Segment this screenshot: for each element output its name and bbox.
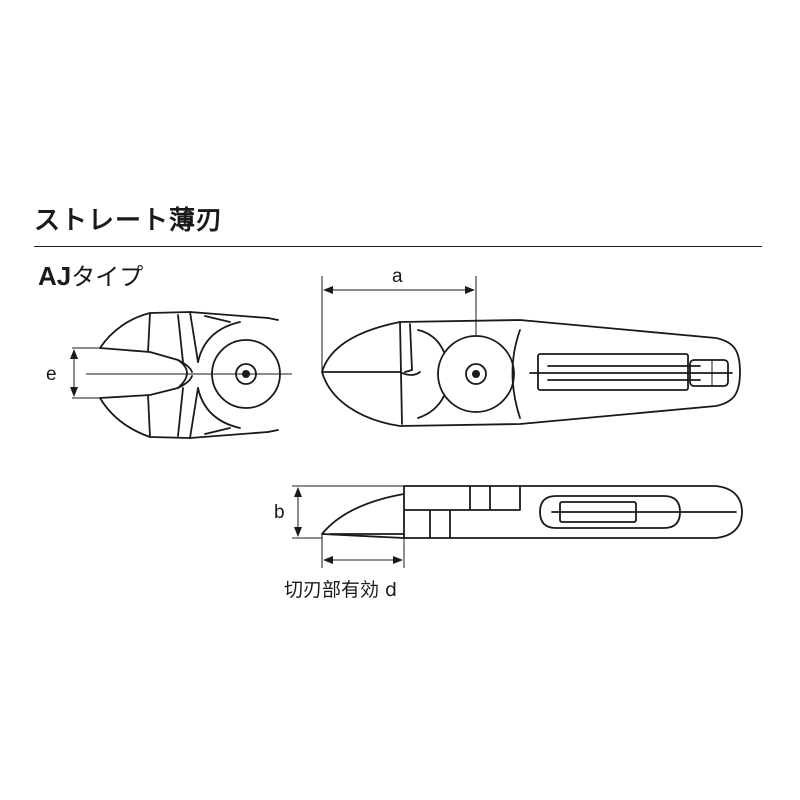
top-view: b 切刃部有効 d: [274, 485, 743, 601]
front-view: e: [46, 311, 292, 439]
type-suffix: タイプ: [71, 263, 144, 291]
section-heading: ストレート薄刃: [34, 206, 224, 236]
dimension-a-label: a: [392, 266, 403, 287]
dimension-e-label: e: [46, 364, 57, 385]
side-view: a: [321, 266, 741, 427]
cutting-edge-caption: 切刃部有効 d: [284, 579, 397, 601]
type-code: AJ: [38, 261, 72, 291]
dimension-b-label: b: [274, 502, 285, 523]
type-label: AJタイプ: [38, 257, 143, 292]
heading-rule: [34, 246, 762, 247]
